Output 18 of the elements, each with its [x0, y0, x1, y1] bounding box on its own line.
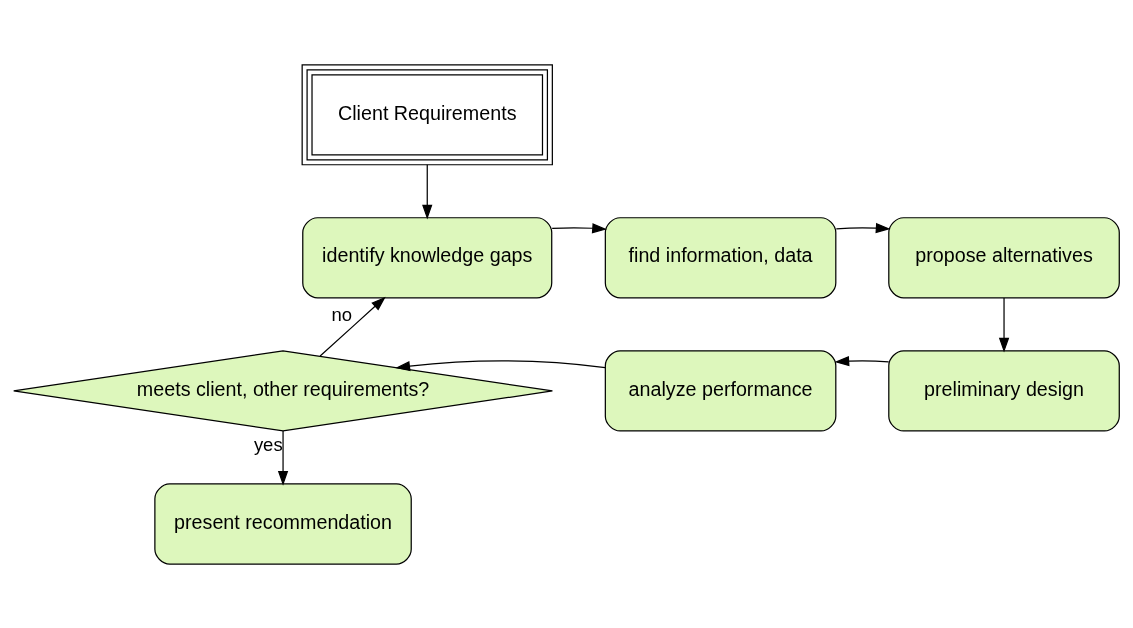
node-box: identify knowledge gaps [302, 216, 553, 298]
node-box: Client Requirements [301, 63, 553, 165]
arrow [395, 359, 606, 371]
arrow [319, 296, 386, 357]
arrow [277, 429, 289, 486]
arrow [835, 222, 891, 233]
node-box: find information, data [604, 216, 837, 298]
arrow [551, 222, 607, 233]
node-diamond: meets client, other requirements? [13, 349, 554, 432]
arrow [998, 296, 1010, 353]
node-box: preliminary design [888, 349, 1120, 432]
edge-label: no [331, 303, 353, 325]
arrow [422, 163, 433, 219]
edge-label: yes [253, 433, 283, 455]
node-box: propose alternatives [888, 216, 1120, 298]
node-box: analyze performance [604, 349, 837, 432]
arrow [834, 355, 890, 366]
node-box: present recommendation [154, 482, 412, 565]
